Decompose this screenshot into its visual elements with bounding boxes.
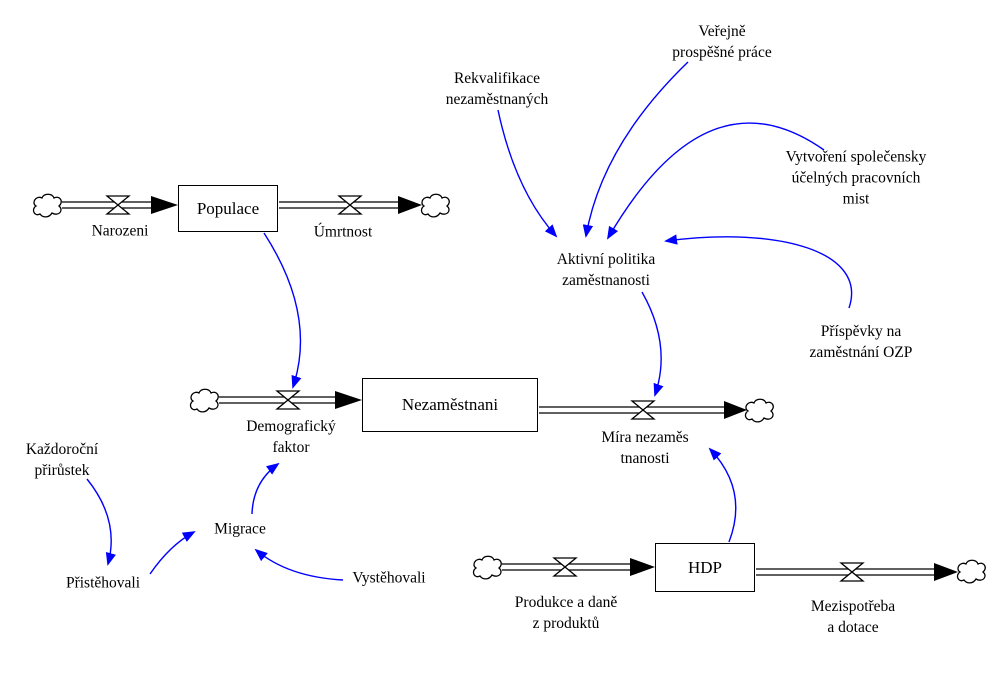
causal-arrow-migrace-to-demograficky-faktor	[251, 462, 280, 515]
stock-populace-label: Populace	[196, 198, 260, 218]
flow-arrowhead	[934, 563, 958, 581]
causal-arrow-aktivni-politika-to-mira	[641, 291, 664, 397]
stock-populace[interactable]: Populace	[178, 185, 278, 232]
aux-label-verejne-prace[interactable]: Veřejně prospěšné práce	[672, 23, 772, 61]
stock-nezamestnani-label: Nezaměstnani	[401, 395, 499, 414]
aux-label-vystehovali[interactable]: Vystěhovali	[352, 569, 426, 587]
flow-arrowhead	[335, 391, 362, 409]
valve-icon-umrtnost[interactable]	[338, 195, 362, 215]
valve-icon-demograficky-faktor[interactable]	[276, 390, 300, 410]
stock-hdp-label: HDP	[687, 557, 722, 577]
causal-arrow-vytvoreni-mist-to-aktivni-politika	[607, 122, 825, 240]
cloud-icon	[956, 559, 986, 584]
causal-arrow-pristehovali-to-migrace	[149, 531, 196, 575]
flow-pipe-demograficky-faktor	[219, 391, 362, 409]
flow-arrowhead	[151, 196, 178, 214]
stock-hdp[interactable]: HDP	[655, 543, 755, 592]
causal-arrow-vystehovali-to-migrace	[254, 548, 344, 581]
aux-label-pristehovali[interactable]: Přistěhovali	[65, 574, 141, 592]
cloud-icon	[32, 193, 62, 218]
causal-arrow-rekvalifikace-to-aktivni-politika	[497, 109, 558, 238]
flow-arrowhead	[630, 558, 655, 576]
flow-pipe-mira-nezamestnanosti	[539, 401, 747, 419]
stock-nezamestnani[interactable]: Nezaměstnani	[362, 378, 538, 432]
aux-label-vytvoreni-mist[interactable]: Vytvoření společensky účelných pracovníc…	[785, 148, 927, 208]
valve-icon-narozeni[interactable]	[106, 195, 130, 215]
aux-label-aktivni-politika[interactable]: Aktivní politika zaměstnanosti	[556, 251, 656, 289]
cloud-icon	[189, 388, 219, 413]
aux-label-prispevky-ozp[interactable]: Příspěvky na zaměstnání OZP	[809, 323, 913, 361]
flow-pipe-produkce-a-dane	[502, 558, 655, 576]
causal-arrow-prirustek-to-pristehovali	[86, 478, 116, 566]
aux-label-rekvalifikace[interactable]: Rekvalifikace nezaměstnaných	[445, 70, 549, 108]
cloud-icon	[744, 398, 774, 423]
flow-arrowhead	[398, 196, 422, 214]
aux-label-kazdorocni-prirustek[interactable]: Každoroční přirůstek	[25, 441, 99, 479]
causal-arrow-verejne-prace-to-aktivni-politika	[582, 61, 689, 238]
flow-label-narozeni[interactable]: Narozeni	[91, 222, 149, 240]
flow-label-produkce-a-dane[interactable]: Produkce a daně z produktů	[514, 594, 618, 632]
valve-icon-mira-nezamestnanosti[interactable]	[631, 400, 655, 420]
flow-label-mezispotreba[interactable]: Mezispotřeba a dotace	[810, 598, 896, 636]
cloud-icon	[420, 193, 450, 218]
flow-pipe-narozeni	[62, 196, 178, 214]
flow-label-demograficky-faktor[interactable]: Demografický faktor	[246, 418, 336, 456]
flow-pipe-umrtnost	[279, 196, 422, 214]
valve-icon-mezispotreba[interactable]	[840, 562, 864, 582]
flow-pipe-mezispotreba	[756, 563, 958, 581]
cloud-icon	[472, 555, 502, 580]
flow-label-mira-nezamestnanosti[interactable]: Míra nezaměs tnanosti	[601, 429, 689, 467]
valve-icon-produkce-a-dane[interactable]	[553, 557, 577, 577]
flow-label-umrtnost[interactable]: Úmrtnost	[313, 223, 373, 241]
aux-label-migrace[interactable]: Migrace	[214, 520, 266, 538]
causal-arrow-hdp-to-mira	[708, 447, 737, 543]
causal-arrow-prispevky-ozp-to-aktivni-politika	[664, 234, 853, 309]
causal-arrow-populace-to-demograficky-faktor	[263, 232, 302, 389]
flow-arrowhead	[724, 401, 747, 419]
